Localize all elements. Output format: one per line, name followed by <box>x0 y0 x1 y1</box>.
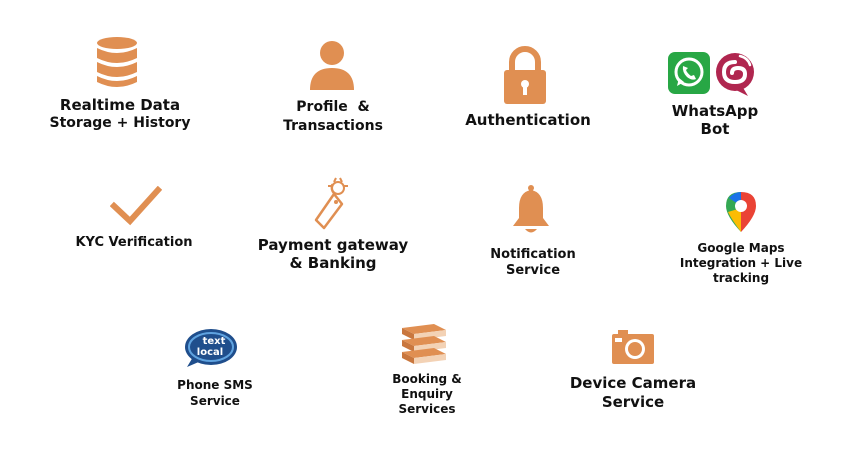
database-icon <box>97 37 137 87</box>
feature-label: Notification Service <box>466 247 600 279</box>
textlocal-logo-text: local <box>197 347 223 358</box>
label-line: tracking <box>712 271 770 285</box>
label-line: Google Maps <box>697 241 785 255</box>
user-icon <box>310 41 354 90</box>
textlocal-logo-text: text <box>203 336 226 347</box>
whatsapp-icon <box>668 52 710 94</box>
label-line: Profile & <box>296 99 370 115</box>
padlock-icon <box>504 46 546 104</box>
label-line: Transactions <box>283 118 383 134</box>
label-line: WhatsApp <box>671 102 759 120</box>
label-line: Services <box>398 402 456 416</box>
label-line: Realtime Data <box>59 96 181 114</box>
label-line: KYC Verification <box>75 235 193 250</box>
feature-label: Profile & Transactions <box>258 98 408 136</box>
textlocal-icon: text local <box>185 329 237 367</box>
checkmark-icon <box>110 186 162 226</box>
feature-label: Storage + History <box>40 115 200 131</box>
label-line: Booking & <box>392 372 462 386</box>
books-icon <box>402 324 446 364</box>
label-line: Integration + Live <box>679 256 803 270</box>
label-line: Service <box>505 263 561 278</box>
label-line: Device Camera <box>569 374 697 392</box>
label-line: Storage + History <box>49 115 191 131</box>
feature-label: Phone SMS Service <box>150 377 280 409</box>
camera-icon <box>612 330 654 364</box>
label-line: & Banking <box>289 254 377 272</box>
bell-icon <box>513 185 549 233</box>
label-line: Bot <box>700 120 730 138</box>
label-line: Payment gateway <box>257 236 409 254</box>
feature-label: WhatsApp Bot <box>645 102 785 138</box>
feature-label: Device Camera Service <box>560 374 706 412</box>
label-line: Authentication <box>465 111 591 129</box>
feature-label: Google Maps Integration + Live tracking <box>666 241 816 286</box>
payment-tag-icon <box>314 177 348 230</box>
label-line: Phone SMS <box>177 378 253 392</box>
feature-label: Payment gateway & Banking <box>248 236 418 272</box>
chatbot-icon <box>716 53 754 96</box>
feature-label: KYC Verification <box>60 235 208 251</box>
label-line: Enquiry <box>401 387 453 401</box>
label-line: Service <box>601 393 665 411</box>
feature-label: Realtime Data <box>40 96 200 114</box>
label-line: Service <box>190 394 240 408</box>
feature-label: Booking & Enquiry Services <box>362 372 492 417</box>
label-line: Notification <box>490 247 576 262</box>
google-maps-icon <box>726 192 756 232</box>
feature-label: Authentication <box>450 111 606 129</box>
